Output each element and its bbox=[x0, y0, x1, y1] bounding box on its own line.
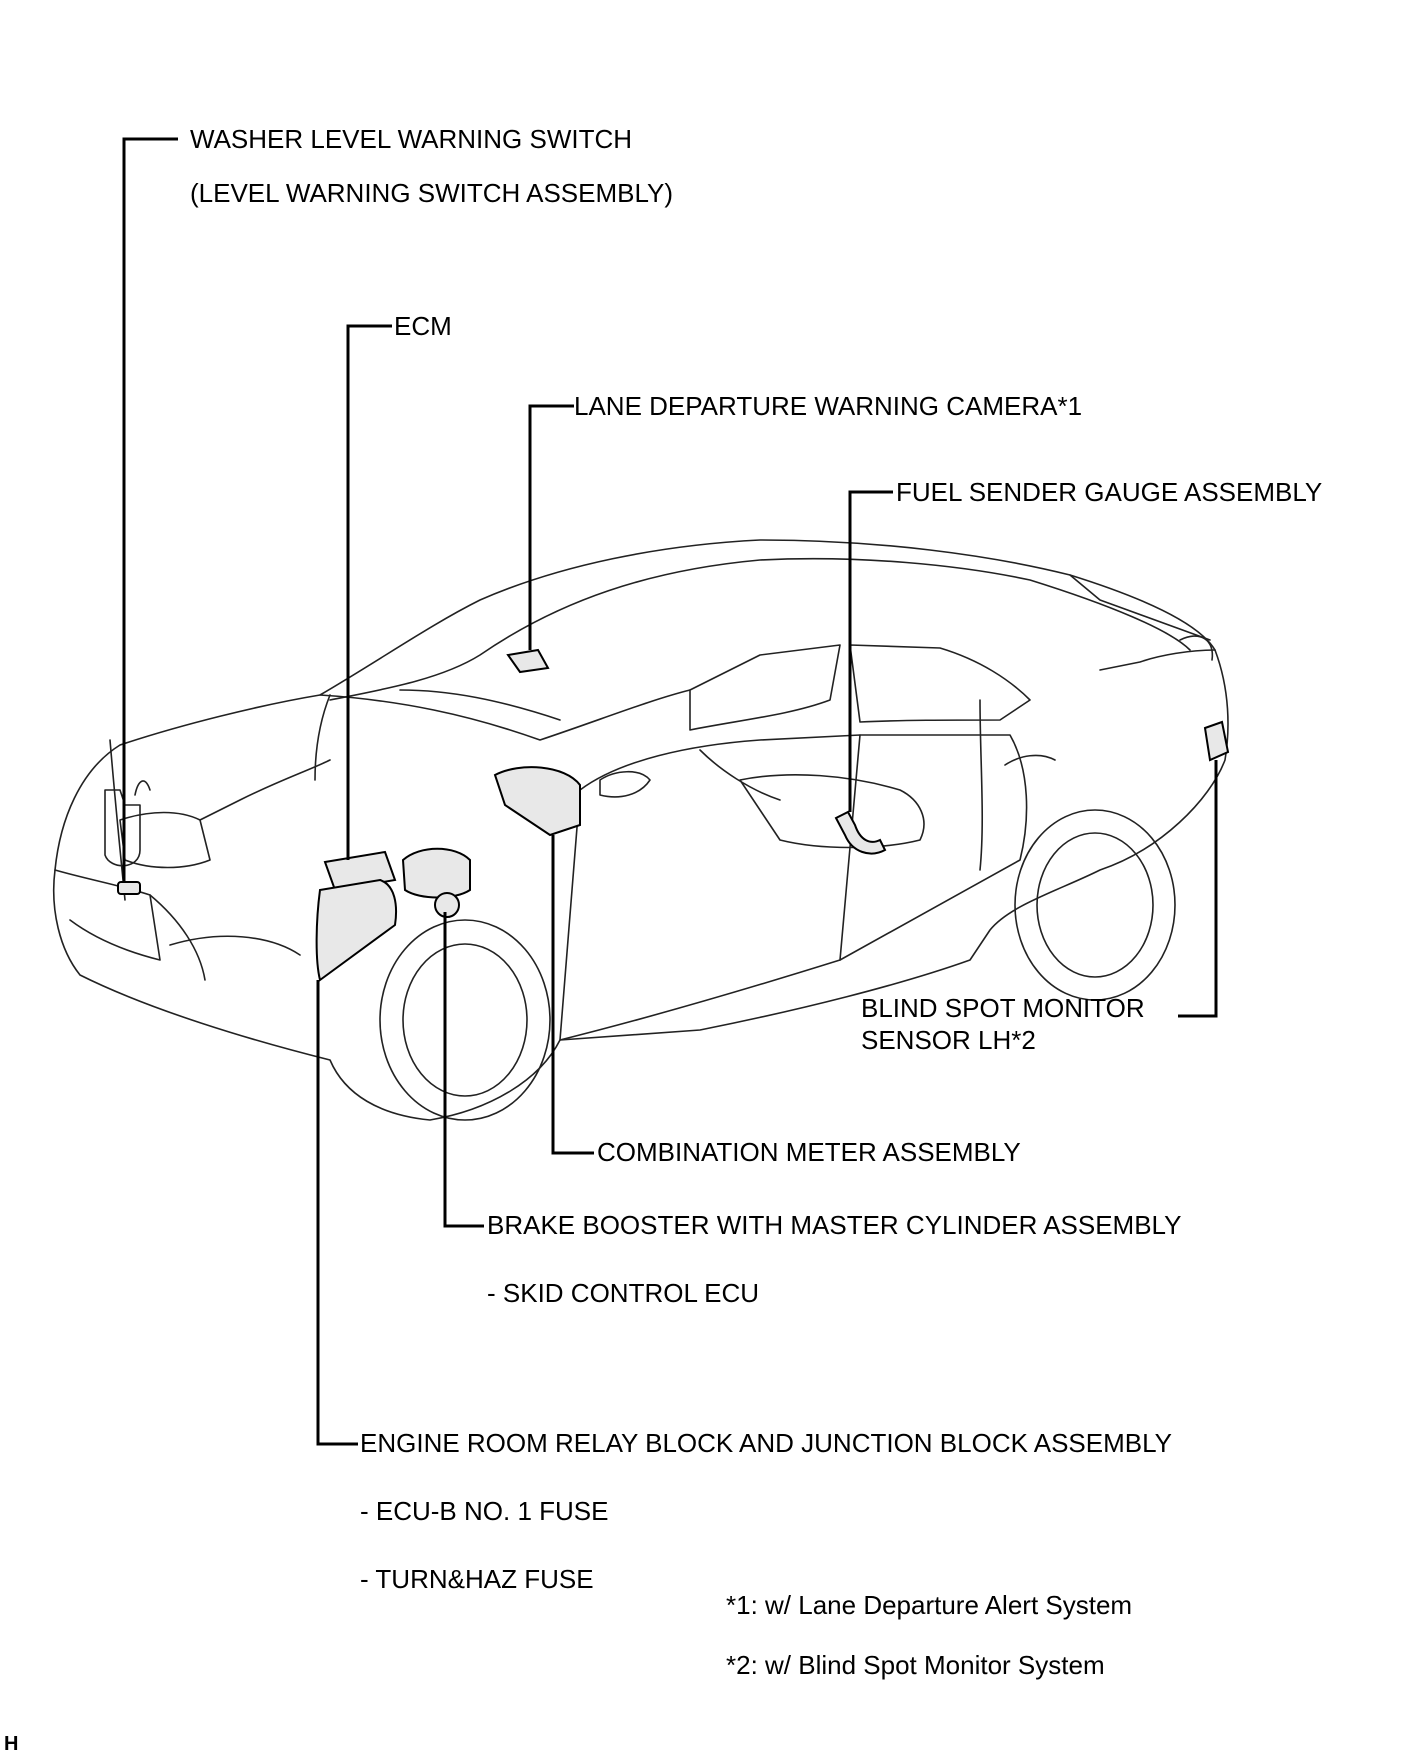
leader-fuel-sender bbox=[848, 490, 893, 812]
lane-camera-label: LANE DEPARTURE WARNING CAMERA*1 bbox=[574, 391, 1083, 421]
engine-room-label: ENGINE ROOM RELAY BLOCK AND JUNCTION BLO… bbox=[360, 1428, 1172, 1458]
lane-camera-part bbox=[506, 648, 550, 674]
leader-washer-switch bbox=[122, 137, 178, 882]
leader-lines bbox=[122, 137, 1218, 1446]
fuel-sender-label: FUEL SENDER GAUGE ASSEMBLY bbox=[896, 477, 1323, 507]
footnote-2: *2: w/ Blind Spot Monitor System bbox=[726, 1650, 1105, 1680]
ecm-label: ECM bbox=[394, 311, 452, 341]
washer-switch-part bbox=[117, 881, 141, 895]
leader-engine-room bbox=[316, 980, 358, 1446]
combination-meter-label: COMBINATION METER ASSEMBLY bbox=[597, 1137, 1021, 1167]
fuel-sender-part bbox=[834, 810, 887, 855]
leader-brake-booster bbox=[443, 912, 484, 1228]
leader-combination-meter bbox=[551, 835, 594, 1155]
washer-switch-label-line1: WASHER LEVEL WARNING SWITCH bbox=[190, 124, 633, 154]
corner-mark: H bbox=[4, 1733, 19, 1755]
washer-tank-part bbox=[104, 780, 151, 867]
brake-booster-part bbox=[401, 847, 471, 899]
blind-spot-label-line2: SENSOR LH*2 bbox=[861, 1025, 1036, 1055]
footnote-1: *1: w/ Lane Departure Alert System bbox=[726, 1590, 1133, 1620]
turn-haz-fuse-label: - TURN&HAZ FUSE bbox=[360, 1564, 594, 1594]
combination-meter-part bbox=[493, 766, 581, 837]
washer-switch-label-line2: (LEVEL WARNING SWITCH ASSEMBLY) bbox=[190, 178, 674, 208]
blind-spot-sensor-part bbox=[1203, 720, 1230, 762]
leader-ecm bbox=[346, 324, 392, 860]
relay-block-part bbox=[315, 878, 398, 982]
blind-spot-label-line1: BLIND SPOT MONITOR bbox=[861, 993, 1145, 1023]
car-outline bbox=[52, 539, 1229, 1121]
ecu-b-fuse-label: - ECU-B NO. 1 FUSE bbox=[360, 1496, 609, 1526]
skid-control-label: - SKID CONTROL ECU bbox=[487, 1278, 760, 1308]
leader-blind-spot bbox=[1178, 760, 1218, 1018]
leader-lane-camera bbox=[528, 404, 574, 650]
master-cylinder-part bbox=[434, 892, 460, 918]
brake-booster-label: BRAKE BOOSTER WITH MASTER CYLINDER ASSEM… bbox=[487, 1210, 1182, 1240]
